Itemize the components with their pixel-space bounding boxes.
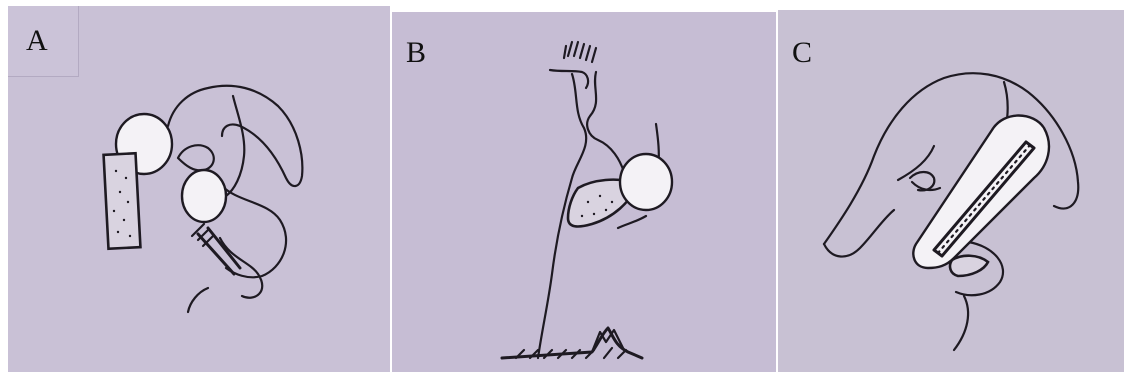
panel-b-hair (564, 42, 596, 62)
panel-a-inner-curve (226, 96, 244, 196)
panel-b-top-line (550, 70, 588, 88)
panel-c-dotted-wedge (950, 256, 988, 276)
panel-c-left-edge (824, 210, 894, 257)
panel-a-lower-ball (182, 170, 226, 222)
panel-c: C (778, 10, 1124, 372)
panel-c-illustration (778, 10, 1124, 372)
panel-b: B (392, 12, 776, 372)
panel-c-lower-stem (954, 296, 968, 350)
panel-a: A (8, 6, 390, 372)
panel-a-dotted-block (104, 153, 141, 249)
panel-b-base-peaks (592, 330, 624, 352)
panel-a-stalk-rings (192, 224, 213, 246)
panel-b-ball (620, 154, 672, 210)
panel-a-small-lobe (178, 145, 214, 170)
panel-b-illustration (392, 12, 776, 372)
panel-b-lower-right (618, 216, 646, 228)
panel-b-second-stem (587, 72, 624, 172)
panel-a-illustration (8, 6, 390, 372)
panel-a-foot (188, 288, 208, 312)
panel-a-lower-lobe (222, 186, 286, 277)
